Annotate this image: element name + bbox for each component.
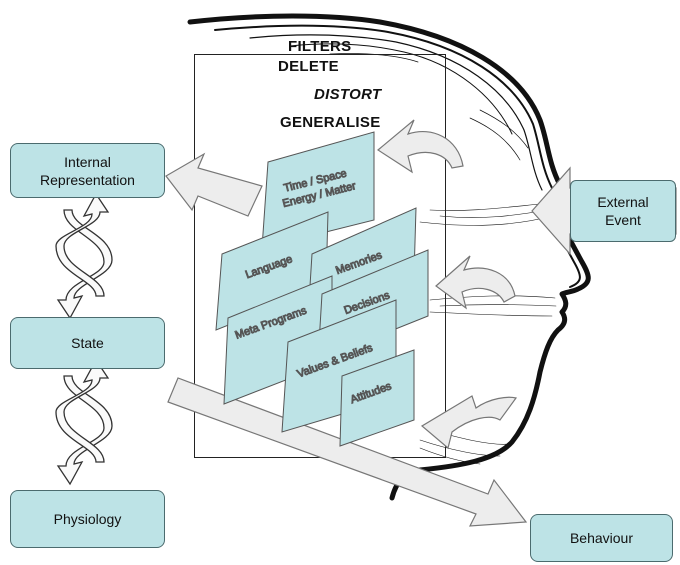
behaviour-box: Behaviour xyxy=(530,514,673,562)
filter-generalise: GENERALISE xyxy=(280,114,381,131)
filter-distort: DISTORT xyxy=(314,86,382,103)
filter-delete: DELETE xyxy=(278,58,339,75)
state-box: State xyxy=(10,317,165,369)
curved-arrow-middle-icon xyxy=(435,255,516,310)
physiology-box: Physiology xyxy=(10,490,165,548)
external-event-box: External Event xyxy=(570,180,676,242)
arrow-to-internal-representation-icon xyxy=(165,152,263,217)
filters-title: FILTERS xyxy=(288,38,352,55)
twisted-arrows-lower-icon xyxy=(55,358,113,486)
twisted-arrows-upper-icon xyxy=(55,192,113,320)
card-attitudes: Attitudes xyxy=(339,349,415,447)
card-time-space: Time / Space Energy / Matter xyxy=(261,131,375,249)
curved-arrow-top-icon xyxy=(376,119,464,174)
curved-arrow-bottom-icon xyxy=(420,395,518,450)
internal-representation-box: Internal Representation xyxy=(10,143,165,198)
